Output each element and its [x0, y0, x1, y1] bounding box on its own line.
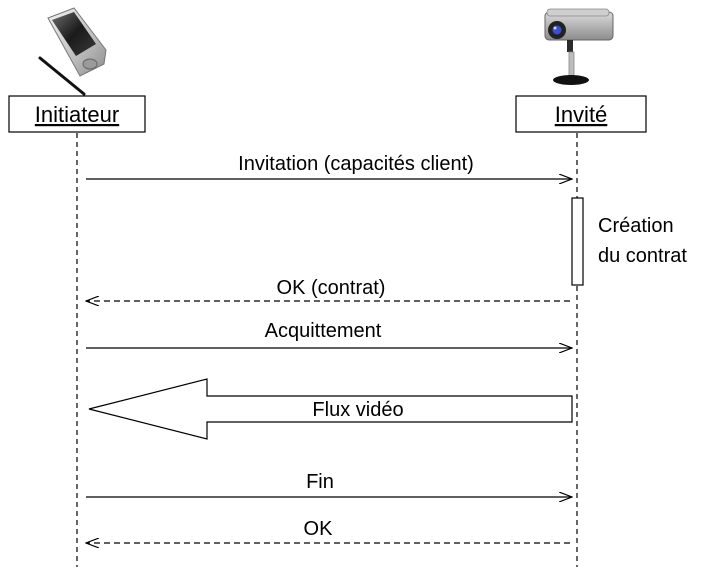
activation-box	[571, 197, 584, 286]
guest-label: Invité	[555, 102, 608, 127]
message-ok-contract-label: OK (contrat)	[277, 277, 386, 299]
message-ack-label: Acquittement	[265, 320, 382, 342]
initiator-label: Initiateur	[35, 102, 119, 127]
message-end-label: Fin	[306, 471, 334, 493]
webcam-icon	[544, 8, 614, 85]
activation-label-line2: du contrat	[598, 245, 687, 267]
activation-label-line1: Création	[598, 215, 674, 237]
message-invitation-label: Invitation (capacités client)	[238, 153, 474, 175]
video-stream-label: Flux vidéo	[312, 399, 403, 421]
video-stream-block-arrow	[88, 378, 573, 440]
message-ok-label: OK	[304, 518, 334, 540]
initiator-box	[8, 95, 146, 133]
pda-icon	[38, 7, 107, 96]
guest-box	[515, 95, 647, 133]
